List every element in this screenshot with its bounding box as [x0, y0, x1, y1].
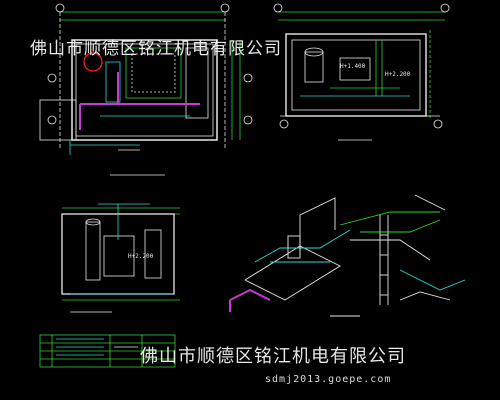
watermark-company-bottom: 佛山市顺德区铭江机电有限公司	[140, 346, 406, 367]
level-label-2: H+1.400	[340, 63, 366, 70]
watermark-company-top: 佛山市顺德区铭江机电有限公司	[30, 39, 282, 59]
section-view-top-right	[273, 3, 450, 141]
level-label-1: H+2.200	[128, 253, 154, 260]
plan-view-top-left	[39, 3, 253, 176]
isometric-view	[229, 194, 466, 317]
section-view-middle-left	[61, 203, 180, 313]
watermark-url: sdmj2013.goepe.com	[265, 374, 392, 385]
legend-table	[39, 334, 176, 368]
level-label-3: H+2.200	[385, 71, 411, 78]
level-labels: H+2.200 H+1.400 H+2.200	[128, 63, 411, 260]
